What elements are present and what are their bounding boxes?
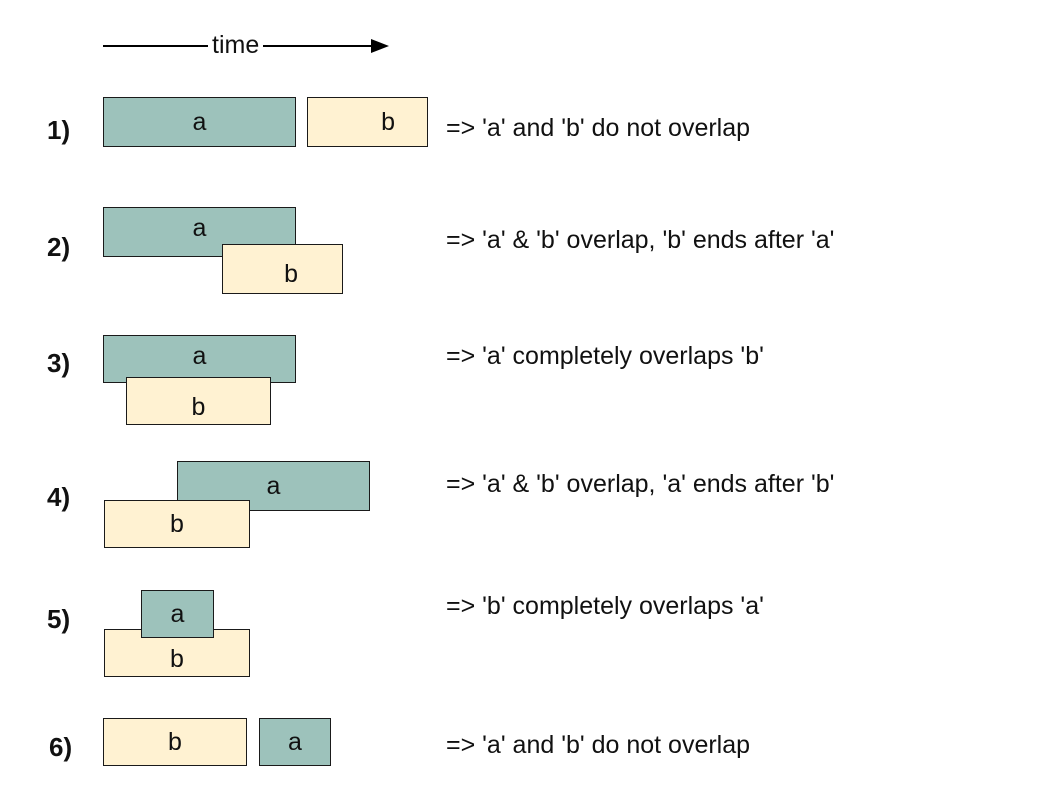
interval-a-label: a	[170, 599, 185, 628]
interval-b-label: b	[191, 393, 206, 421]
interval-a-label: a	[192, 342, 207, 370]
row-1-description: => 'a' and 'b' do not overlap	[446, 114, 751, 142]
row-5-number: 5)	[47, 604, 71, 634]
row-2-interval-b: b	[222, 244, 343, 294]
row-3-description: => 'a' completely overlaps 'b'	[446, 342, 764, 370]
row-5-interval-a: a	[141, 590, 214, 638]
row-3-interval-b: b	[126, 377, 271, 425]
row-4-number: 4)	[47, 482, 71, 512]
interval-a-label: a	[192, 214, 207, 242]
row-3-number: 3)	[47, 348, 71, 378]
interval-b-label: b	[284, 260, 298, 288]
interval-b-label: b	[170, 509, 184, 538]
row-6-interval-b: b	[103, 718, 247, 766]
row-5-description: => 'b' completely overlaps 'a'	[446, 592, 764, 620]
row-2-description: => 'a' & 'b' overlap, 'b' ends after 'a'	[446, 226, 835, 254]
row-2-number: 2)	[47, 232, 71, 262]
row-1-number: 1)	[47, 115, 71, 145]
row-6-number: 6)	[49, 732, 73, 762]
row-4-interval-b: b	[104, 500, 250, 548]
interval-a-label: a	[288, 727, 302, 756]
row-4-description: => 'a' & 'b' overlap, 'a' ends after 'b'	[446, 470, 835, 498]
interval-a-label: a	[266, 471, 281, 500]
time-label: time	[208, 30, 264, 60]
row-3-interval-a: a	[103, 335, 296, 383]
arrow-head-icon	[371, 39, 389, 53]
row-6-interval-a: a	[259, 718, 331, 766]
row-4-interval-a: a	[177, 461, 370, 511]
row-1-interval-a: a	[103, 97, 296, 147]
interval-b-label: b	[168, 727, 182, 756]
row-6-description: => 'a' and 'b' do not overlap	[446, 731, 751, 759]
row-1-interval-b: b	[307, 97, 428, 147]
interval-a-label: a	[192, 107, 207, 136]
interval-b-label: b	[381, 107, 395, 136]
interval-b-label: b	[170, 645, 184, 673]
